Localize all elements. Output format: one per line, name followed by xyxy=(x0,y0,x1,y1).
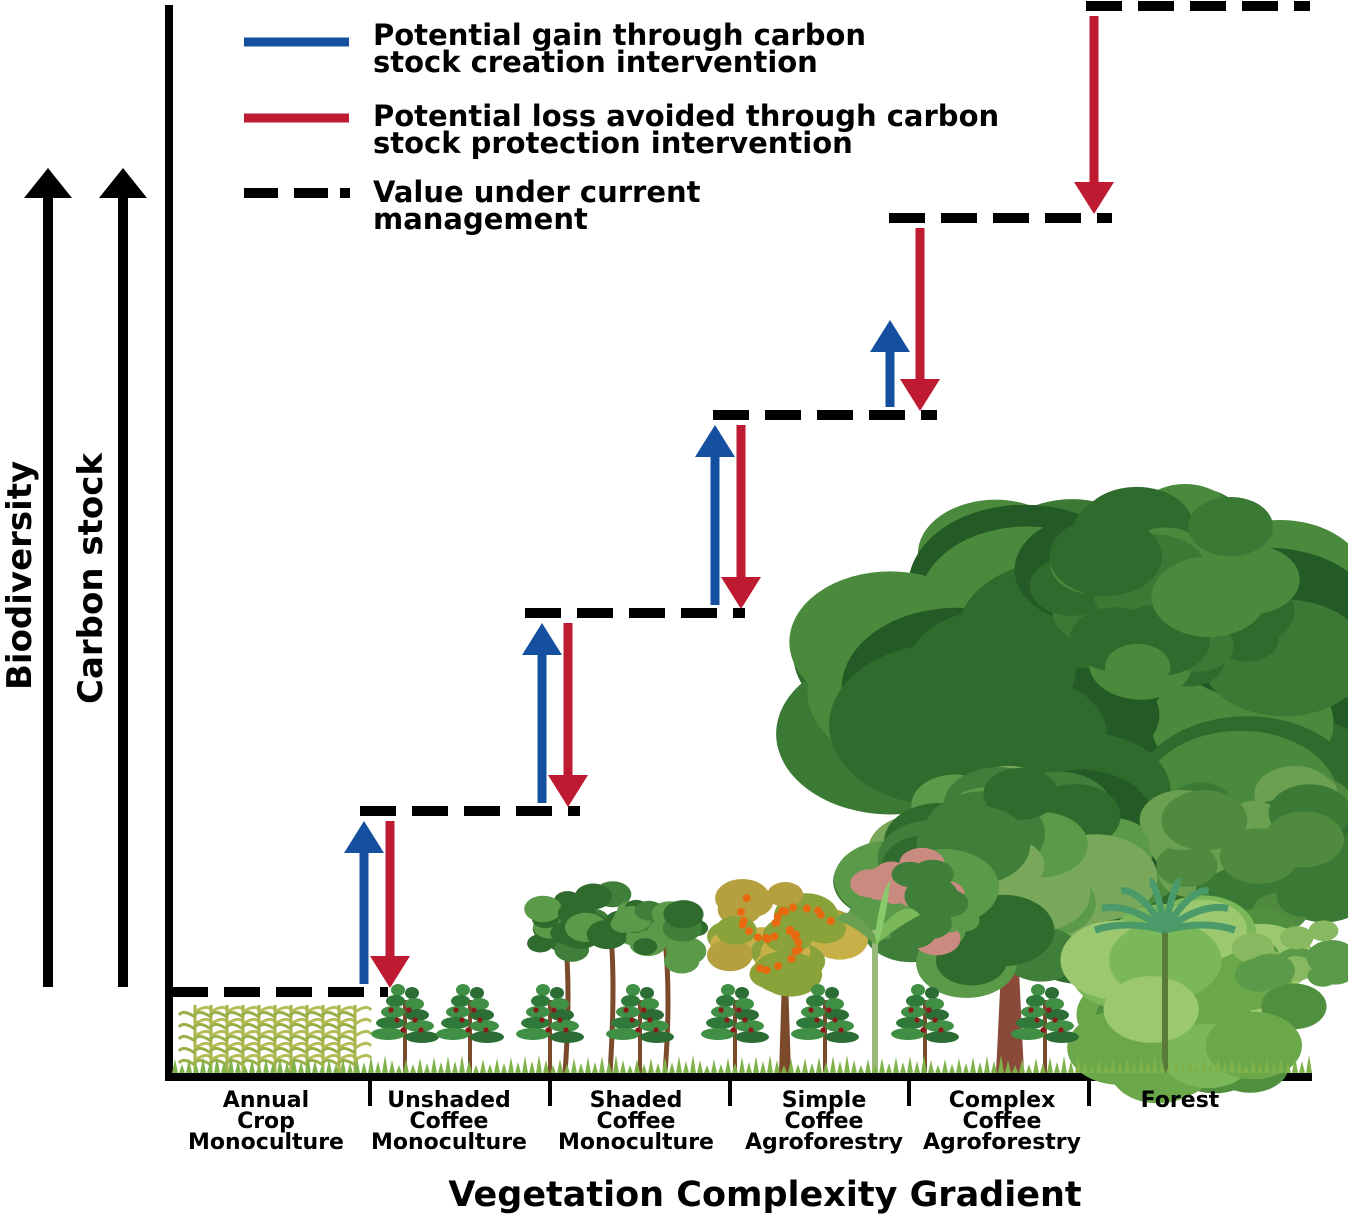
biodiversity-axis-arrow xyxy=(24,168,72,987)
loss-arrow-4 xyxy=(900,228,940,411)
intervention-arrows xyxy=(344,16,1114,988)
coffee-plant xyxy=(516,984,584,1073)
coffee-plant xyxy=(436,984,504,1073)
vegetation-illustrations xyxy=(172,483,1348,1104)
coffee-plant xyxy=(701,984,769,1073)
coffee-plant xyxy=(1011,984,1079,1073)
category-label-crop: Annual Crop Monoculture xyxy=(188,1088,344,1155)
gain-arrow-3 xyxy=(695,425,735,605)
current-management-levels xyxy=(172,1,1310,997)
legend-gain-label: Potential gain through carbon stock crea… xyxy=(373,18,867,79)
loss-arrow-2 xyxy=(548,623,588,807)
tree-canopy xyxy=(1231,920,1348,992)
legend-current-swatch xyxy=(244,188,350,198)
palm-plant xyxy=(1093,877,1237,1073)
legend xyxy=(244,37,350,198)
gain-arrow-4 xyxy=(870,320,910,407)
category-label-simple-agroforestry: Simple Coffee Agroforestry xyxy=(745,1088,903,1155)
gain-arrow-2 xyxy=(522,623,562,803)
loss-arrow-5 xyxy=(1074,16,1114,214)
fruit-dots xyxy=(737,894,835,975)
legend-loss-label: Potential loss avoided through carbon st… xyxy=(373,99,1000,160)
x-axis-title: Vegetation Complexity Gradient xyxy=(448,1175,1082,1215)
biodiversity-axis-title: Biodiversity xyxy=(0,460,40,690)
coffee-plant xyxy=(791,984,859,1073)
crop-plant xyxy=(337,1005,373,1073)
category-label-coffee: Unshaded Coffee Monoculture xyxy=(371,1088,527,1155)
legend-current-label: Value under current management xyxy=(373,175,701,236)
loss-arrow-3 xyxy=(721,425,761,609)
banana-plant xyxy=(835,880,920,1073)
coffee-plant xyxy=(371,984,439,1073)
grass-strip xyxy=(172,1055,1312,1073)
carbon-stock-axis-title: Carbon stock xyxy=(71,452,111,704)
category-label-complex-agroforestry: Complex Coffee Agroforestry xyxy=(923,1088,1081,1155)
coffee-plant xyxy=(606,984,674,1073)
tree-canopy xyxy=(613,900,709,974)
category-ticks xyxy=(368,1080,1091,1106)
gain-arrow-1 xyxy=(344,821,384,984)
category-label-forest: Forest xyxy=(1140,1088,1220,1113)
carbon-stock-axis-arrow xyxy=(99,168,147,987)
loss-arrow-1 xyxy=(370,821,410,988)
category-label-shaded-coffee: Shaded Coffee Monoculture xyxy=(558,1088,714,1155)
coffee-plant xyxy=(891,984,959,1073)
tree-canopy xyxy=(1029,483,1300,700)
